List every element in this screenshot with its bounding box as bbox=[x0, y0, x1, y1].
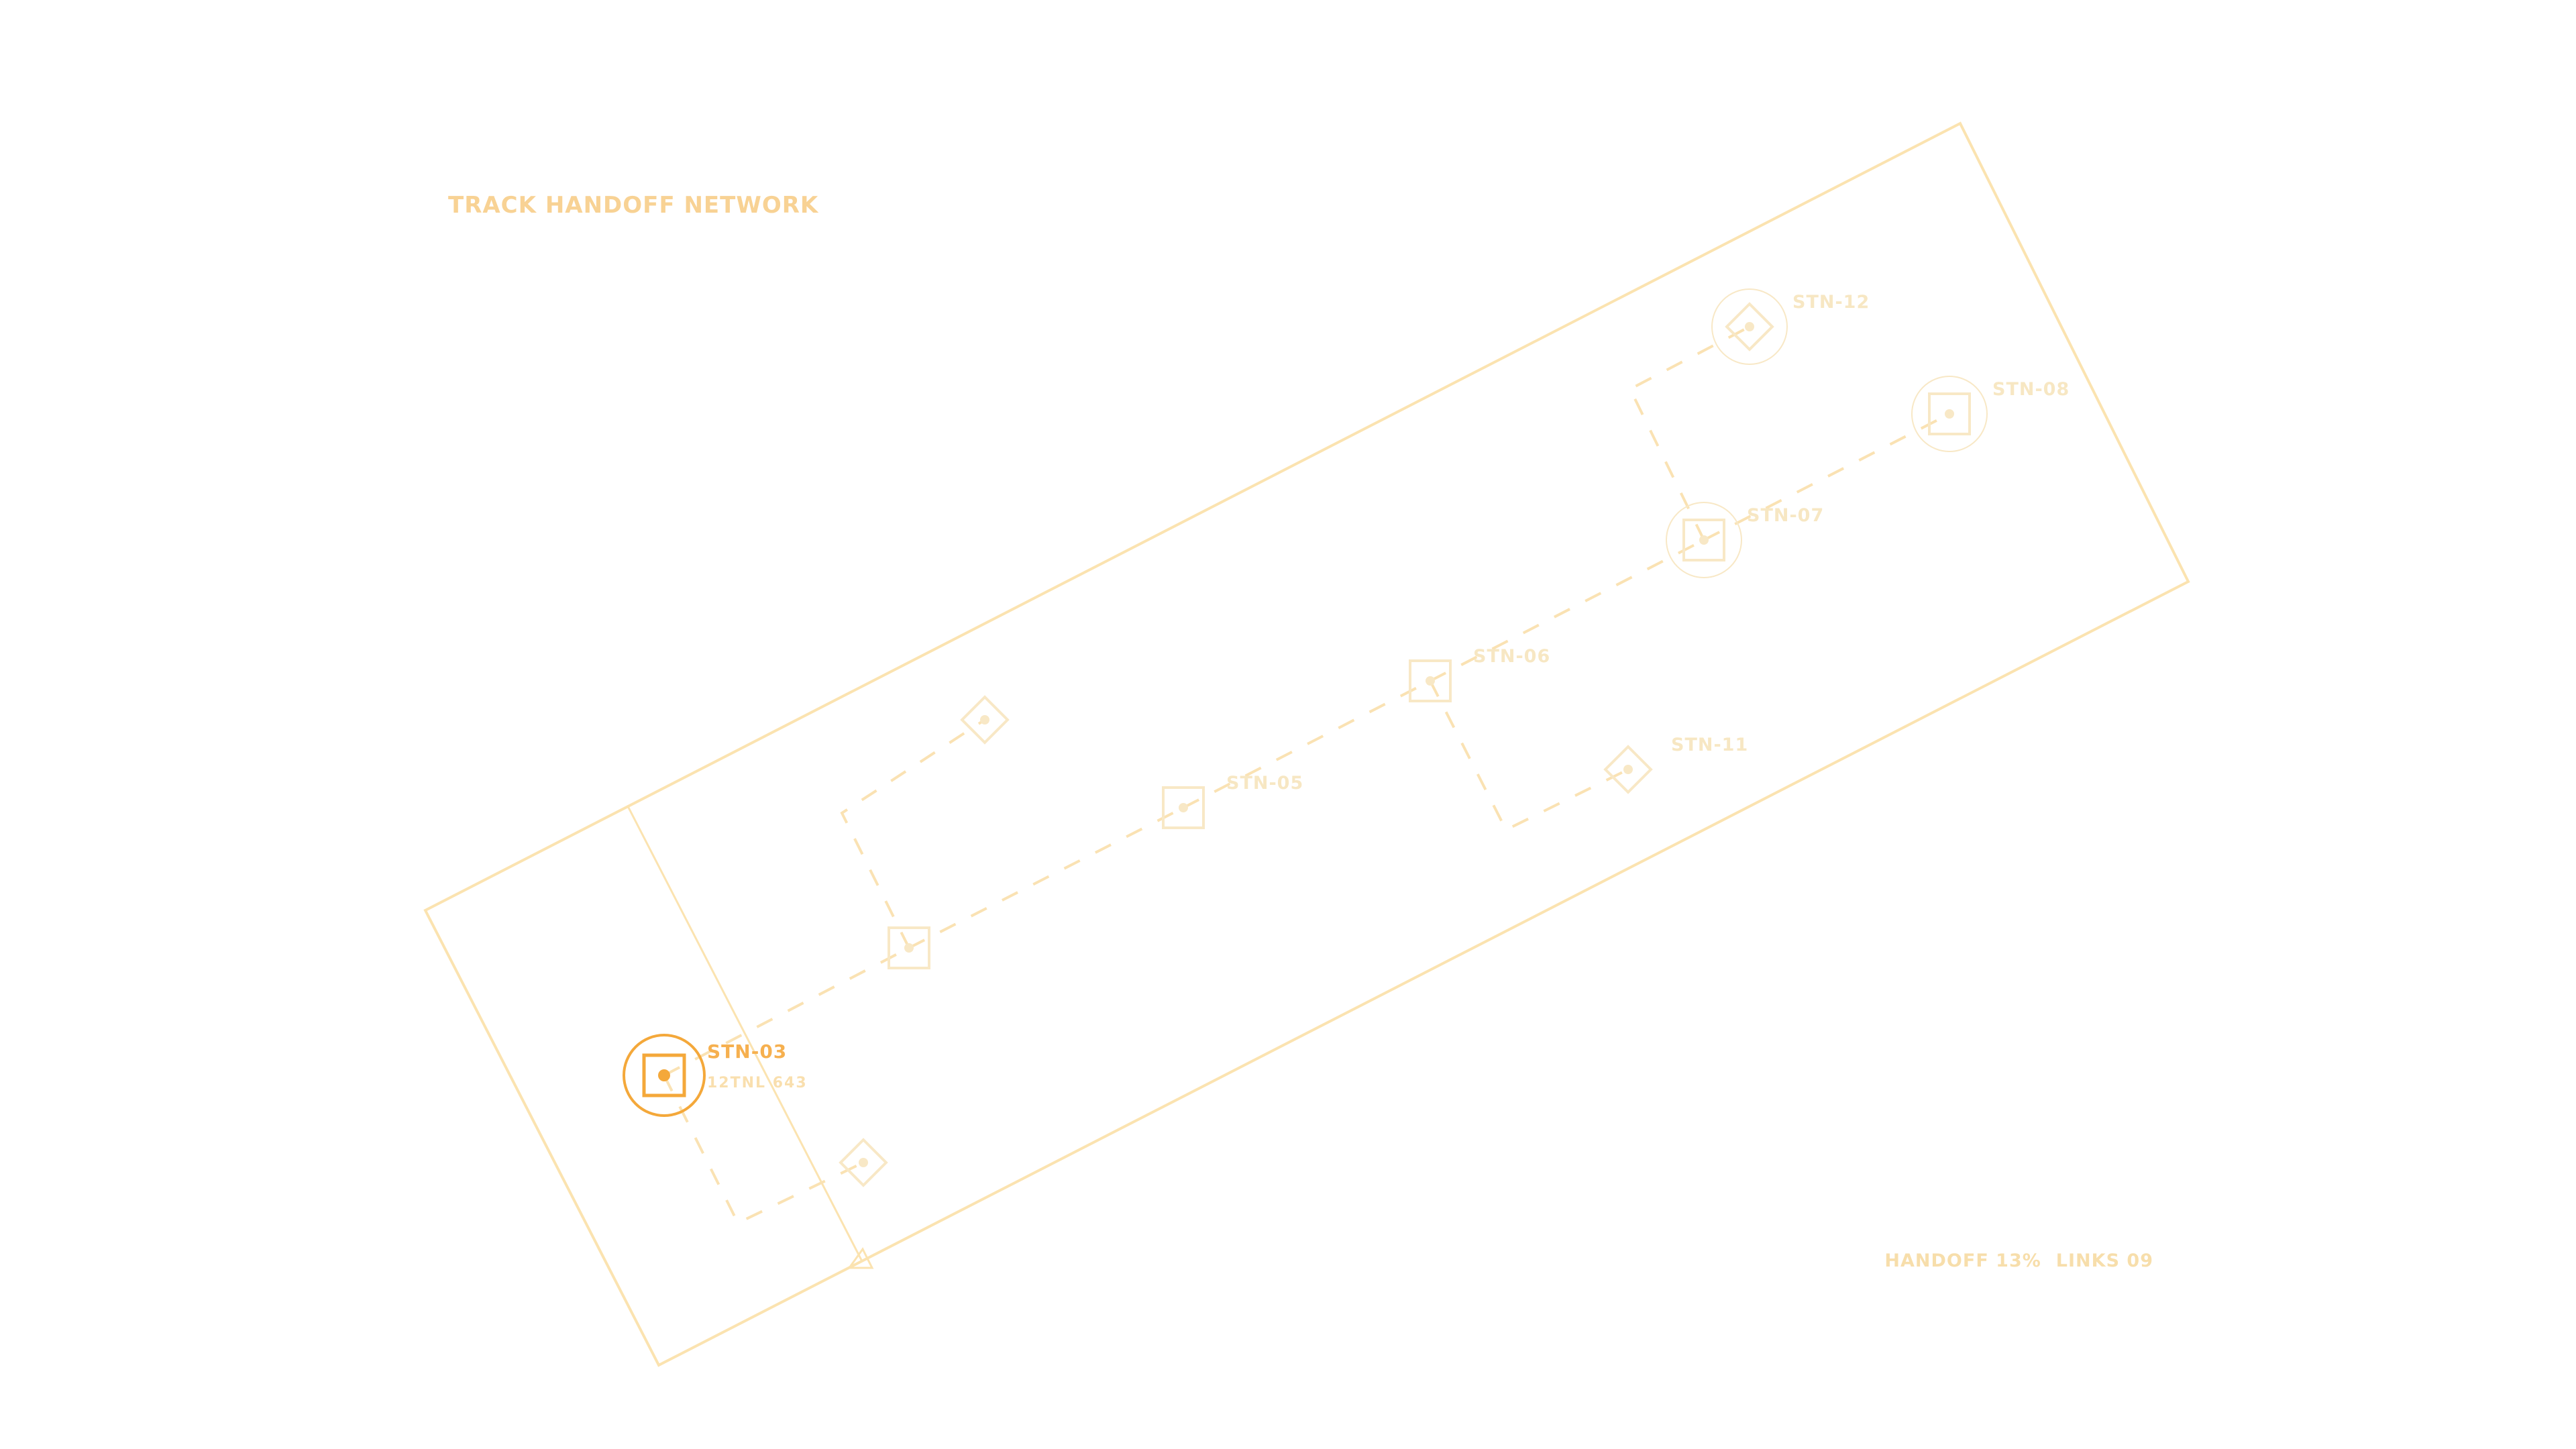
station-stn-08[interactable]: STN-08 bbox=[1911, 376, 2070, 452]
frame-divider bbox=[627, 806, 863, 1262]
station-stn-06[interactable]: STN-06 bbox=[1409, 646, 1550, 702]
station-square-icon bbox=[888, 926, 930, 969]
station-stn-11[interactable]: STN-11 bbox=[1603, 735, 1748, 794]
station-ring bbox=[623, 1034, 706, 1117]
station-center-dot bbox=[859, 1158, 868, 1167]
station-ring bbox=[1711, 288, 1788, 365]
station-label: STN-03 bbox=[707, 1040, 787, 1063]
station-label: STN-05 bbox=[1226, 773, 1303, 794]
station-diamond-icon bbox=[839, 1138, 888, 1187]
station-diamond-icon bbox=[960, 695, 1010, 745]
handoff-link-n-a-n-b bbox=[840, 718, 986, 949]
station-label: STN-06 bbox=[1473, 646, 1550, 667]
station-n-b[interactable] bbox=[960, 695, 1010, 745]
frame-anchor-marker bbox=[847, 1247, 874, 1269]
station-center-dot bbox=[1179, 803, 1188, 812]
station-square-icon bbox=[642, 1053, 686, 1097]
station-label: STN-08 bbox=[1992, 379, 2070, 400]
handoff-link-stn-07-stn-12 bbox=[1628, 325, 1750, 541]
station-center-dot bbox=[1426, 676, 1435, 686]
diagram-title: TRACK HANDOFF NETWORK bbox=[448, 192, 819, 219]
link-layer bbox=[663, 325, 1950, 1225]
frame-layer bbox=[423, 121, 2190, 1367]
stats-readout: HANDOFF 13% LINKS 09 bbox=[1870, 1250, 2153, 1271]
station-square-icon bbox=[1682, 519, 1725, 561]
station-label: STN-12 bbox=[1792, 292, 1870, 313]
station-center-dot bbox=[980, 715, 989, 724]
station-center-dot bbox=[658, 1069, 670, 1081]
station-square-icon bbox=[1928, 392, 1971, 435]
station-center-dot bbox=[1623, 765, 1633, 774]
handoff-link-stn-03-n-a bbox=[663, 947, 910, 1077]
handoff-link-stn-06-stn-07 bbox=[1430, 539, 1705, 682]
station-center-dot bbox=[904, 943, 914, 953]
station-label: STN-07 bbox=[1747, 505, 1824, 526]
station-center-dot bbox=[1745, 322, 1754, 331]
handoff-link-stn-03-n-c bbox=[663, 1075, 864, 1225]
station-square-icon bbox=[1409, 659, 1452, 702]
station-n-a[interactable] bbox=[888, 926, 930, 969]
station-diamond-icon bbox=[1725, 302, 1774, 352]
links-readout: LINKS 09 bbox=[2055, 1250, 2153, 1271]
station-stn-05[interactable]: STN-05 bbox=[1162, 773, 1303, 829]
station-ring bbox=[1911, 376, 1988, 452]
station-ring bbox=[1666, 502, 1742, 578]
handoff-link-n-a-stn-05 bbox=[908, 806, 1184, 949]
handoff-link-stn-06-stn-11 bbox=[1429, 680, 1629, 832]
network-frame bbox=[423, 121, 2190, 1367]
station-label: STN-11 bbox=[1671, 735, 1748, 755]
station-square-icon bbox=[1162, 786, 1205, 829]
station-stn-07[interactable]: STN-07 bbox=[1666, 502, 1824, 578]
handoff-link-stn-07-stn-08 bbox=[1703, 413, 1950, 541]
handoff-link-stn-05-stn-06 bbox=[1183, 680, 1431, 809]
station-stn-12[interactable]: STN-12 bbox=[1711, 288, 1870, 365]
handoff-readout: HANDOFF 13% bbox=[1884, 1250, 2041, 1271]
station-n-c[interactable] bbox=[839, 1138, 888, 1187]
station-diamond-icon bbox=[1603, 745, 1653, 794]
station-center-dot bbox=[1945, 409, 1954, 419]
station-center-dot bbox=[1699, 535, 1709, 545]
station-stn-03[interactable]: STN-03 12TNL 643 bbox=[623, 1034, 808, 1117]
station-grid-ref: 12TNL 643 bbox=[707, 1075, 808, 1091]
